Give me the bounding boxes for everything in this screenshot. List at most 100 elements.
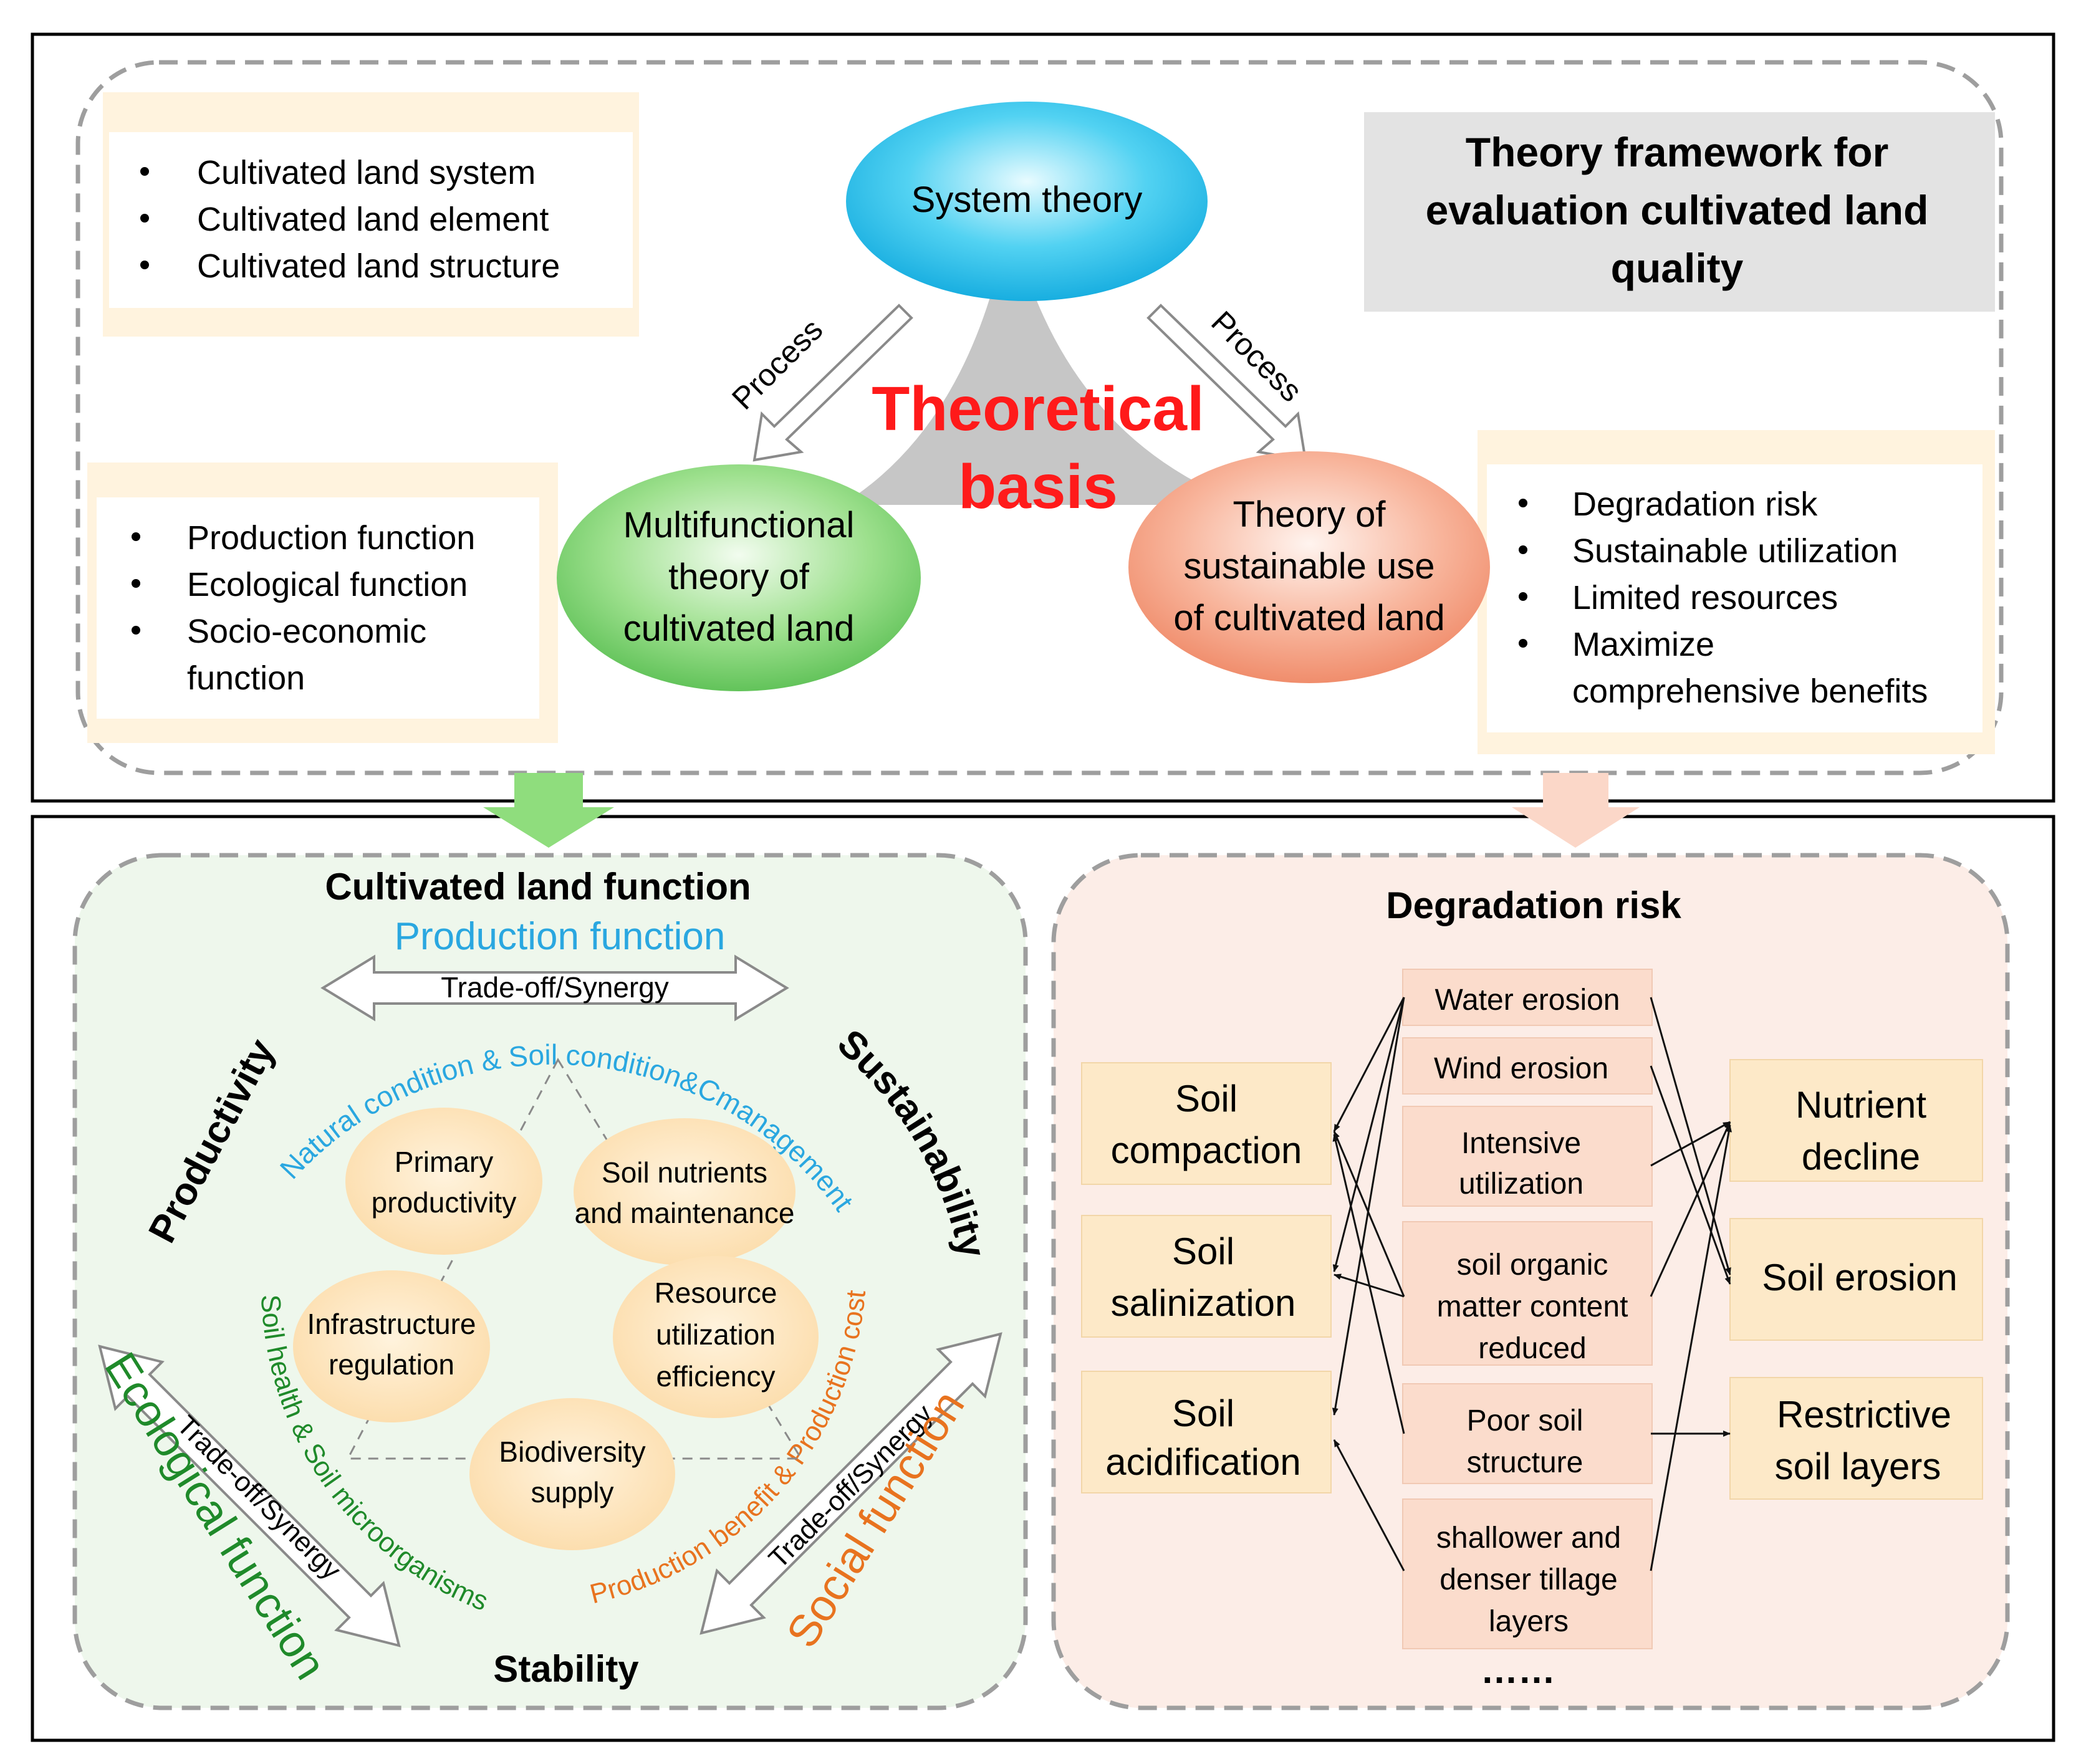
cause-tillage-layers: shallower and denser tillage layers (1402, 1498, 1653, 1649)
svg-text:denser tillage: denser tillage (1439, 1563, 1618, 1596)
effect-nutrient-decline: Nutrient decline (1729, 1059, 1983, 1182)
effect-soil-erosion: Soil erosion (1729, 1218, 1983, 1341)
title-box: Theory framework for evaluation cultivat… (1364, 112, 1995, 312)
cause-intensive-utilization: Intensive utilization (1402, 1106, 1653, 1207)
degradation-panel-title: Degradation risk (1386, 884, 1681, 926)
svg-text:reduced: reduced (1478, 1332, 1586, 1365)
degradation-connectors (1332, 997, 1732, 1571)
bullet-ecological: Ecological function (187, 566, 468, 603)
svg-text:utilization: utilization (656, 1318, 776, 1351)
top-frame (31, 32, 2055, 803)
svg-text:efficiency: efficiency (656, 1360, 776, 1393)
sustainable-line1: Theory of (1233, 494, 1387, 535)
node-resource-efficiency: Resource utilization efficiency (613, 1256, 819, 1418)
svg-text:Wind erosion: Wind erosion (1434, 1052, 1608, 1085)
svg-text:regulation: regulation (329, 1348, 454, 1381)
process-label-right: Process (1204, 304, 1309, 408)
svg-text:Poor soil: Poor soil (1467, 1404, 1584, 1437)
multifunctional-line3: cultivated land (623, 608, 855, 649)
svg-text:Restrictive: Restrictive (1777, 1394, 1951, 1436)
svg-text:decline: decline (1802, 1136, 1920, 1177)
effect-soil-acidification: Soil acidification (1081, 1371, 1332, 1493)
svg-text:compaction: compaction (1111, 1129, 1302, 1171)
function-panel (72, 853, 1028, 1710)
stability-label: Stability (493, 1648, 639, 1690)
svg-text:soil organic: soil organic (1457, 1249, 1608, 1282)
svg-text:Resource: Resource (655, 1277, 777, 1309)
svg-text:Primary: Primary (395, 1146, 493, 1178)
cause-poor-structure: Poor soil structure (1402, 1383, 1653, 1484)
effect-soil-salinization: Soil salinization (1081, 1215, 1332, 1338)
process-arrow-left (752, 304, 913, 462)
cause-organic-matter: soil organic matter content reduced (1402, 1221, 1653, 1366)
bullet-maximize: Maximize (1572, 626, 1714, 663)
effect-soil-compaction: Soil compaction (1081, 1062, 1332, 1185)
svg-text:Soil: Soil (1175, 1078, 1238, 1119)
production-function-label: Production function (395, 915, 726, 958)
framework-title-line3: quality (1611, 245, 1744, 291)
more-ellipsis: …… (1481, 1649, 1555, 1691)
bullet-limited: Limited resources (1572, 579, 1838, 616)
bullet-system: Cultivated land system (197, 154, 536, 191)
basis-label: basis (958, 452, 1118, 522)
svg-text:layers: layers (1489, 1605, 1569, 1638)
sustainable-line3: of cultivated land (1173, 598, 1444, 638)
bullet-comprehensive: comprehensive benefits (1572, 673, 1928, 710)
risk-bullets-box: Degradation risk Sustainable utilization… (1478, 430, 1995, 754)
svg-text:shallower and: shallower and (1436, 1522, 1621, 1555)
theoretical-label: Theoretical (872, 374, 1204, 444)
bullet-socio-economic: Socio-economic (187, 613, 426, 650)
bullet-degradation: Degradation risk (1572, 486, 1818, 523)
down-arrow-green (483, 773, 614, 848)
svg-text:Intensive: Intensive (1461, 1127, 1581, 1160)
system-theory-ellipse: System theory (846, 102, 1208, 301)
multifunctional-ellipse: Multifunctional theory of cultivated lan… (557, 464, 921, 691)
sustainable-line2: sustainable use (1183, 546, 1435, 587)
svg-text:productivity: productivity (372, 1186, 517, 1219)
effect-restrictive-layers: Restrictive soil layers (1729, 1377, 1983, 1500)
function-panel-title: Cultivated land function (325, 866, 751, 908)
framework-title-line2: evaluation cultivated land (1426, 187, 1929, 233)
svg-text:and maintenance: and maintenance (575, 1197, 795, 1229)
bullet-sustainable: Sustainable utilization (1572, 532, 1898, 570)
multifunctional-line1: Multifunctional (623, 505, 855, 545)
bullet-element: Cultivated land element (197, 201, 549, 238)
top-dashed-panel (75, 60, 2004, 775)
bullet-function: function (187, 659, 305, 697)
node-primary-productivity: Primary productivity (345, 1108, 542, 1255)
multifunctional-line2: theory of (668, 557, 810, 597)
framework-title-line1: Theory framework for (1466, 129, 1889, 175)
svg-text:Biodiversity: Biodiversity (499, 1436, 645, 1468)
sustainable-use-ellipse: Theory of sustainable use of cultivated … (1128, 451, 1490, 683)
tradeoff-top-label: Trade-off/Synergy (441, 971, 669, 1004)
svg-text:soil layers: soil layers (1775, 1445, 1941, 1487)
svg-text:utilization: utilization (1459, 1167, 1584, 1201)
svg-text:Water erosion: Water erosion (1435, 984, 1620, 1017)
system-elements-box: Cultivated land system Cultivated land e… (103, 92, 639, 337)
tradeoff-arrow-left (98, 1345, 401, 1647)
bullet-structure: Cultivated land structure (197, 247, 560, 285)
bullet-production: Production function (187, 519, 475, 557)
svg-text:Soil nutrients: Soil nutrients (602, 1156, 767, 1189)
svg-text:acidification: acidification (1105, 1441, 1301, 1483)
svg-text:Infrastructure: Infrastructure (307, 1308, 476, 1340)
cause-wind-erosion: Wind erosion (1402, 1037, 1653, 1095)
tradeoff-arrow-right (699, 1332, 1002, 1635)
node-biodiversity: Biodiversity supply (469, 1398, 675, 1550)
functions-box: Production function Ecological function … (87, 463, 558, 743)
svg-text:Soil: Soil (1172, 1230, 1234, 1272)
cause-water-erosion: Water erosion (1402, 969, 1653, 1026)
down-arrow-pink (1512, 773, 1640, 848)
svg-text:Nutrient: Nutrient (1795, 1084, 1926, 1126)
svg-text:Soil: Soil (1172, 1393, 1234, 1434)
theoretical-triangle (842, 215, 1247, 505)
node-soil-nutrients: Soil nutrients and maintenance (574, 1118, 795, 1265)
svg-text:salinization: salinization (1111, 1282, 1296, 1324)
svg-text:Soil erosion: Soil erosion (1762, 1257, 1958, 1298)
svg-text:matter content: matter content (1437, 1290, 1628, 1323)
tradeoff-arrow-top (320, 954, 789, 1022)
svg-text:supply: supply (531, 1476, 614, 1508)
node-infrastructure: Infrastructure regulation (293, 1270, 490, 1422)
